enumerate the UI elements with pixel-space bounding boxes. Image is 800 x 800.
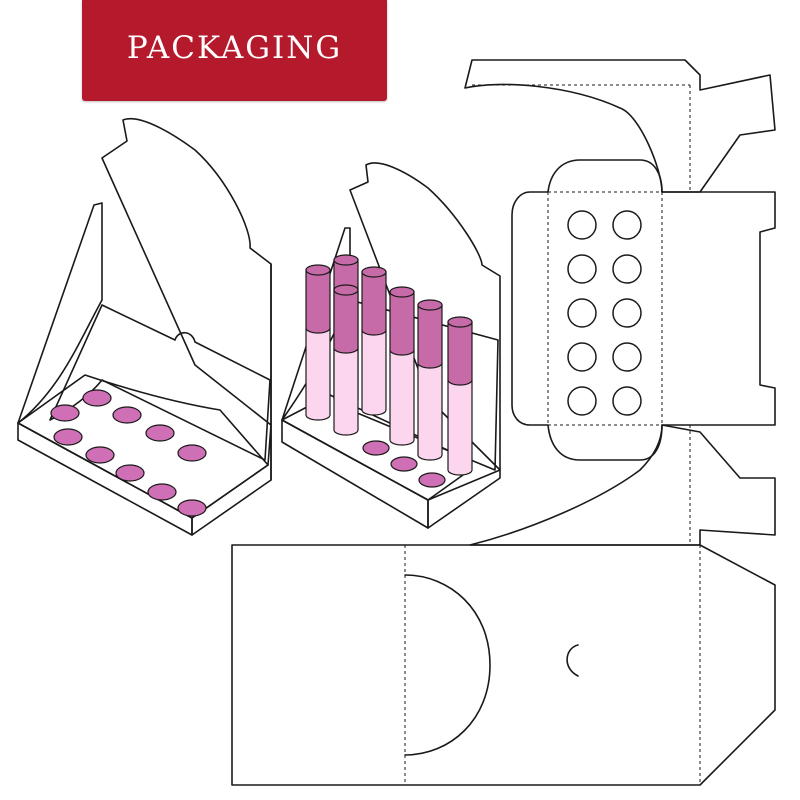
dieline-hole	[612, 342, 642, 372]
stand-hole	[53, 428, 83, 446]
dieline-holes	[567, 210, 642, 416]
stand-hole	[112, 406, 142, 424]
lipstick-tube	[417, 299, 443, 461]
dieline-hole	[612, 298, 642, 328]
dieline-hole	[567, 298, 597, 328]
stand-hole	[50, 404, 80, 422]
stand-hole	[177, 499, 207, 517]
lipstick-tube	[447, 316, 473, 476]
dieline-hole	[612, 254, 642, 284]
title-banner: PACKAGING	[82, 0, 387, 101]
lipstick-tube	[361, 266, 387, 416]
stand-base-top	[17, 374, 269, 519]
dieline-hole	[612, 386, 642, 416]
dieline-thumb-notch	[566, 644, 579, 677]
filled-display-stand	[281, 162, 501, 529]
stand-hole	[85, 446, 115, 464]
lipstick-tubes	[305, 254, 473, 476]
dieline-hole	[567, 386, 597, 416]
dieline-center-panel	[511, 159, 776, 461]
stand-hole	[418, 472, 446, 488]
stand-hole	[147, 483, 177, 501]
dieline-hole	[567, 210, 597, 240]
stand-hole	[115, 464, 145, 482]
stand-back-panel	[101, 118, 272, 426]
dieline-hole	[567, 254, 597, 284]
stand-hole	[390, 456, 418, 472]
stand-hole	[362, 440, 390, 456]
dieline-top-flap	[464, 59, 776, 193]
filled-back-panel	[349, 162, 501, 471]
dieline-hole	[567, 342, 597, 372]
filled-stand-holes	[362, 440, 446, 488]
empty-display-stand	[17, 118, 272, 536]
dieline-lower-flap	[469, 424, 776, 546]
stand-holes	[50, 389, 207, 517]
stand-base-right	[191, 424, 272, 536]
dieline-bottom-panel	[231, 544, 776, 786]
banner-title: PACKAGING	[126, 30, 343, 66]
stand-side-wing	[17, 202, 103, 424]
filled-base-right	[427, 469, 501, 529]
lipstick-tube	[389, 286, 415, 446]
stand-hole	[177, 444, 207, 462]
lipstick-tube	[305, 264, 331, 421]
box-dieline	[231, 59, 776, 786]
lipstick-tube	[333, 284, 359, 436]
dieline-bottom-cutout	[404, 574, 491, 756]
stand-hole	[82, 389, 112, 407]
dieline-hole	[612, 210, 642, 240]
stand-hole	[145, 424, 175, 442]
